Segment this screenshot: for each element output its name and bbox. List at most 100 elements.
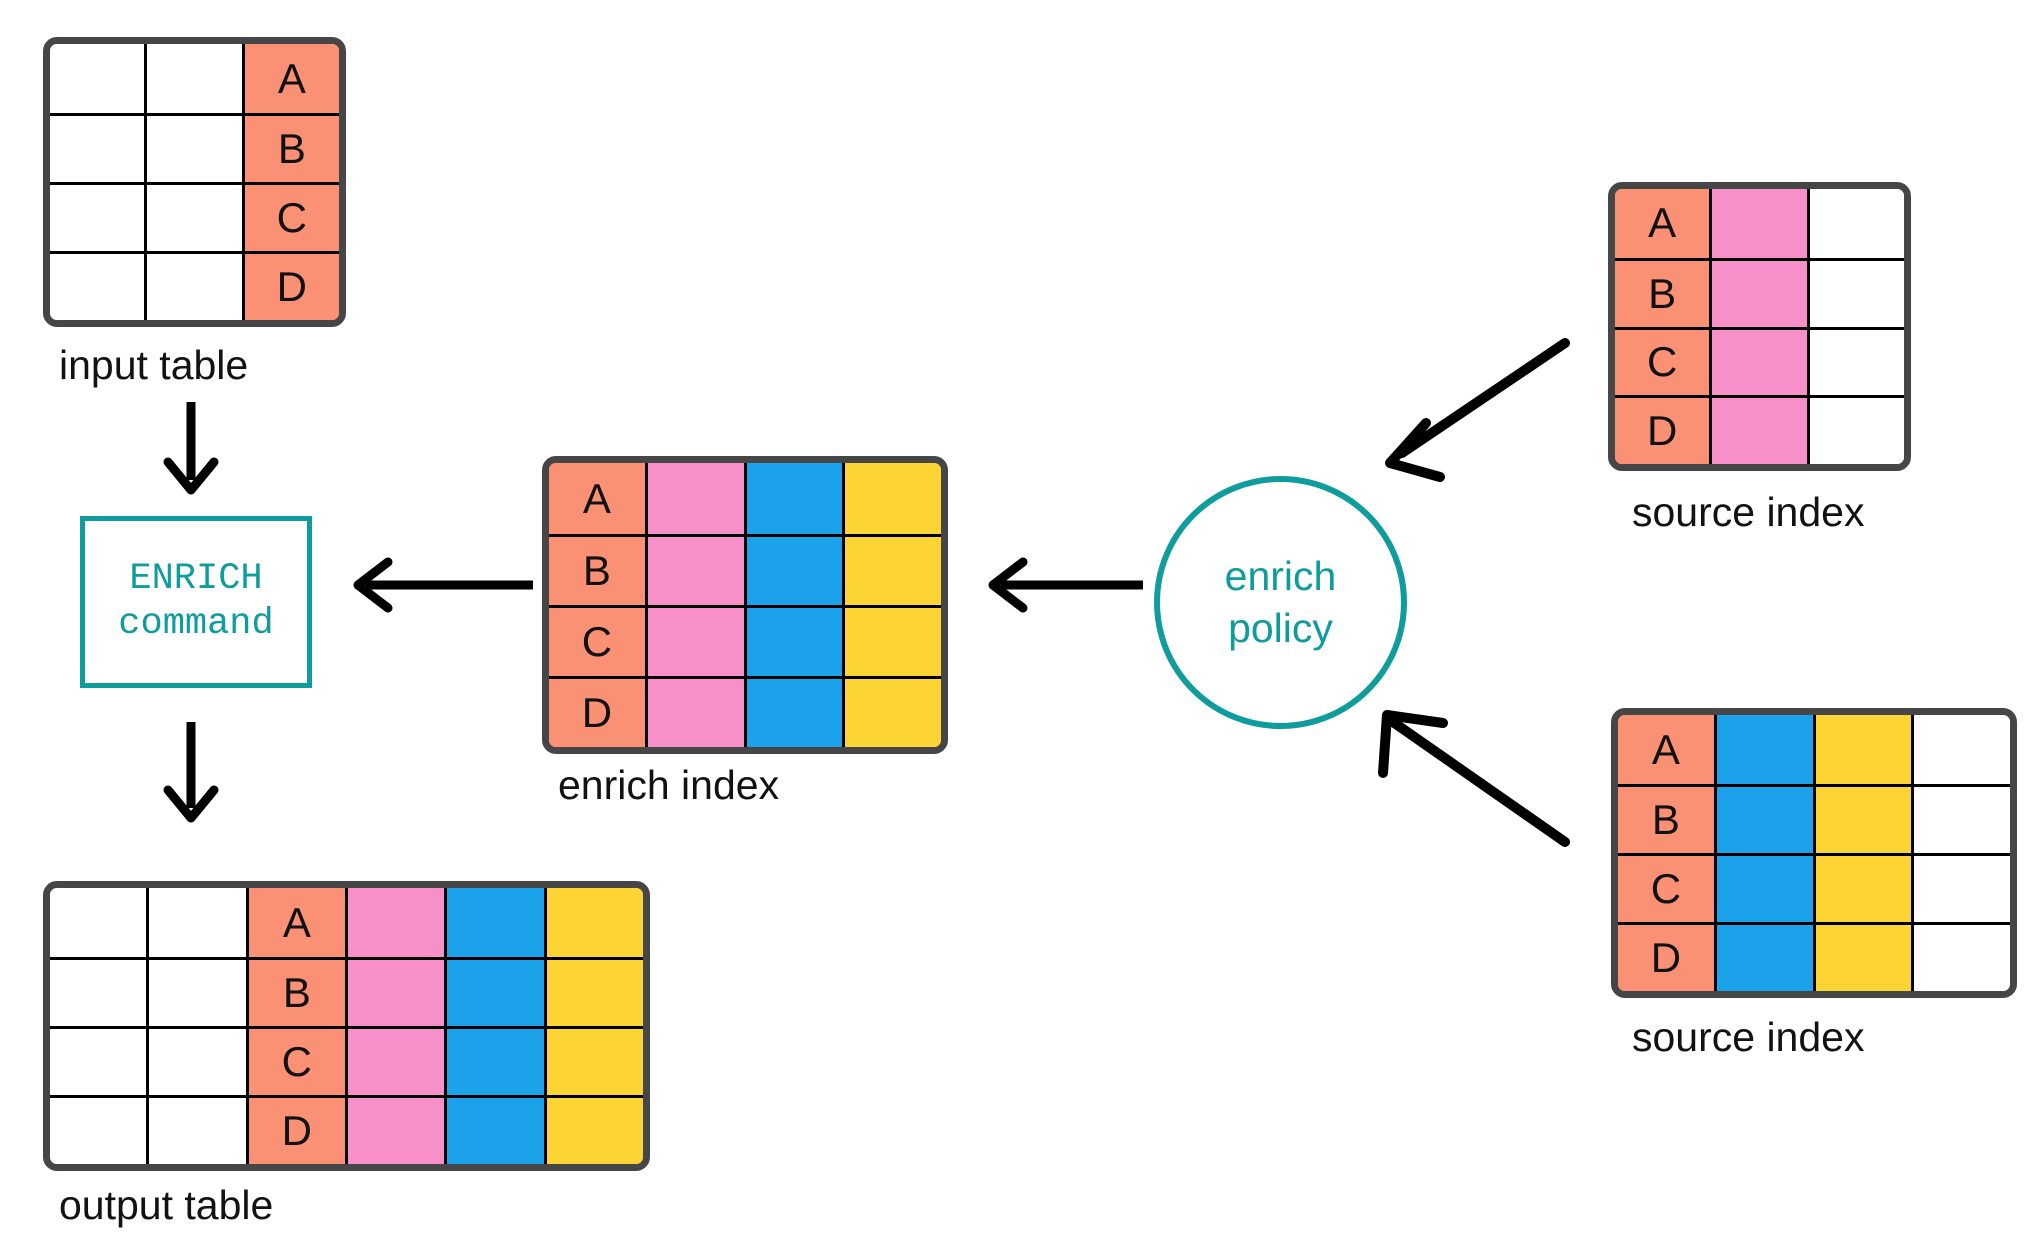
table-cell-key: D [549, 676, 648, 747]
table-row: D [1615, 395, 1904, 464]
table-cell [647, 676, 747, 747]
table-cell [546, 957, 643, 1026]
table-cell [149, 957, 249, 1026]
arrow-command-to-output [163, 722, 219, 823]
table-cell-key: B [248, 957, 348, 1026]
enrich-command-line1: ENRICH [129, 557, 263, 600]
table-cell-key: D [1615, 395, 1713, 464]
enrich-index-caption: enrich index [558, 762, 780, 808]
table-cell [147, 251, 245, 320]
table-cell [746, 605, 846, 676]
table-cell [347, 1095, 448, 1164]
table-cell-key: B [1618, 784, 1717, 853]
table-cell [347, 888, 448, 957]
table-cell [845, 676, 941, 747]
table-cell [1914, 922, 2010, 991]
table-cell [50, 1026, 150, 1095]
arrow-source-bottom-to-policy [1378, 710, 1570, 847]
table-cell [1716, 922, 1816, 991]
table-cell [50, 1095, 150, 1164]
arrow-input-to-command [163, 402, 219, 495]
table-cell [1712, 189, 1810, 258]
table-cell-key: D [248, 1095, 348, 1164]
table-cell [1712, 326, 1810, 396]
table-cell [149, 1095, 249, 1164]
table-cell [546, 1095, 643, 1164]
table-cell [447, 1095, 547, 1164]
table-cell [647, 534, 747, 605]
table-cell [149, 1026, 249, 1095]
table-cell [50, 182, 148, 251]
table-cell [746, 534, 846, 605]
table-cell-key: C [248, 1026, 348, 1095]
table-cell [1716, 853, 1816, 922]
arrow-source-top-to-policy [1385, 338, 1570, 482]
table-cell-key: A [549, 463, 648, 534]
table-cell [1914, 715, 2010, 784]
table-row: D [50, 1095, 643, 1164]
table-cell [845, 534, 941, 605]
table-cell [147, 113, 245, 182]
arrow-policy-to-enrich-index [988, 557, 1143, 613]
table-cell [647, 463, 747, 534]
table-cell [647, 605, 747, 676]
source-index-top-caption: source index [1632, 489, 1865, 535]
table-row: B [549, 534, 941, 605]
table-cell-key: A [244, 44, 339, 113]
table-row: C [50, 1026, 643, 1095]
table-cell [546, 888, 643, 957]
table-cell [347, 957, 448, 1026]
table-cell [50, 251, 148, 320]
table-cell-key: B [244, 113, 339, 182]
table-cell [1815, 784, 1915, 853]
table-cell [147, 182, 245, 251]
enrich-policy-circle[interactable]: enrich policy [1154, 476, 1407, 729]
table-cell [1914, 853, 2010, 922]
table-row: A [50, 888, 643, 957]
output-table-caption: output table [59, 1182, 274, 1228]
table-cell-key: C [244, 182, 339, 251]
table-cell-key: A [1615, 189, 1713, 258]
enrich-policy-line1: enrich [1224, 553, 1337, 600]
table-cell [447, 888, 547, 957]
table-row: A [1615, 189, 1904, 258]
table-cell [1815, 715, 1915, 784]
table-row: A [50, 44, 339, 113]
source-index-bottom-caption: source index [1632, 1014, 1865, 1060]
table-cell [1716, 784, 1816, 853]
table-cell [1712, 395, 1810, 464]
enrich-index-table: A B C D [542, 456, 948, 754]
table-cell [1815, 853, 1915, 922]
table-cell [546, 1026, 643, 1095]
table-row: D [50, 251, 339, 320]
table-cell [347, 1026, 448, 1095]
table-row: B [50, 113, 339, 182]
table-cell [147, 44, 245, 113]
table-cell-key: D [244, 251, 339, 320]
table-cell [1815, 922, 1915, 991]
table-cell [1809, 326, 1904, 396]
table-cell [746, 676, 846, 747]
table-cell-key: C [549, 605, 648, 676]
table-cell [1716, 715, 1816, 784]
enrich-command-box[interactable]: ENRICH command [80, 516, 312, 688]
table-cell-key: B [1615, 257, 1713, 327]
table-cell-key: A [248, 888, 348, 957]
table-cell [1712, 257, 1810, 327]
table-cell [1809, 189, 1904, 258]
table-cell [50, 957, 150, 1026]
enrich-command-line2: command [118, 603, 274, 645]
output-table: A B C D [43, 881, 650, 1171]
table-row: C [549, 605, 941, 676]
table-cell [845, 605, 941, 676]
arrow-enrich-index-to-command [353, 557, 533, 613]
table-cell [50, 44, 148, 113]
input-table: A B C D [43, 37, 346, 327]
table-cell [447, 957, 547, 1026]
table-cell [1809, 257, 1904, 327]
table-cell-key: C [1618, 853, 1717, 922]
table-row: C [1618, 853, 2010, 922]
table-cell-key: B [549, 534, 648, 605]
table-row: A [1618, 715, 2010, 784]
